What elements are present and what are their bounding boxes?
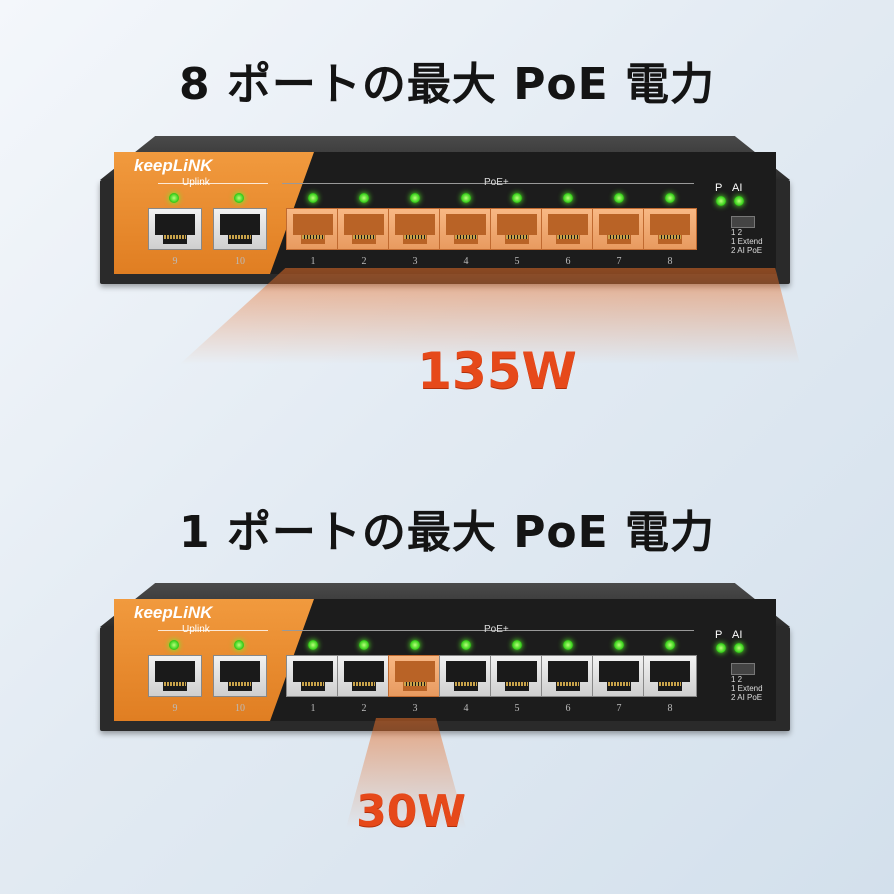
port-number-8: 8 (667, 256, 673, 267)
led-ai-indicator (734, 196, 744, 206)
led-port-6 (563, 193, 573, 203)
poe-divider (282, 630, 694, 631)
heading-one-port: 1 ポートの最大 PoE 電力 (178, 507, 716, 558)
port-number-1: 1 (310, 256, 316, 267)
port-number-3: 3 (412, 703, 418, 714)
led-port-9 (169, 193, 179, 203)
port-number-10: 10 (235, 256, 245, 267)
led-port-7 (614, 193, 624, 203)
port-number-7: 7 (616, 703, 622, 714)
led-port-1 (308, 640, 318, 650)
rj45-port-4 (439, 655, 493, 697)
switch-one-port: keepLiNK Uplink PoE+ P AI 1 2 1 Extend 2… (100, 583, 790, 733)
port-number-10: 10 (235, 703, 245, 714)
led-port-8 (665, 640, 675, 650)
rj45-port-4 (439, 208, 493, 250)
port-number-3: 3 (412, 256, 418, 267)
port-number-4: 4 (463, 256, 469, 267)
brand-logo: keepLiNK (134, 603, 213, 622)
led-port-2 (359, 193, 369, 203)
poe-label: PoE+ (484, 624, 509, 635)
port-number-6: 6 (565, 703, 571, 714)
led-port-5 (512, 640, 522, 650)
led-port-1 (308, 193, 318, 203)
power-value-eight-ports: 135W (417, 342, 577, 400)
port-number-8: 8 (667, 703, 673, 714)
rj45-port-3 (388, 655, 442, 697)
port-number-9: 9 (172, 703, 178, 714)
poe-label: PoE+ (484, 177, 509, 188)
switch-eight-ports: keepLiNK Uplink PoE+ P AI 1 2 1 Extend 2… (100, 136, 790, 286)
led-port-2 (359, 640, 369, 650)
rj45-port-9 (148, 208, 202, 250)
led-port-3 (410, 193, 420, 203)
port-number-2: 2 (361, 703, 367, 714)
port-number-7: 7 (616, 256, 622, 267)
rj45-port-3 (388, 208, 442, 250)
port-number-5: 5 (514, 703, 520, 714)
port-number-4: 4 (463, 703, 469, 714)
switch-panel: keepLiNK Uplink PoE+ P AI 1 2 1 Extend 2… (114, 152, 776, 274)
uplink-label: Uplink (182, 624, 210, 635)
indicator-ai-label: AI (732, 629, 743, 641)
dip-switch (731, 216, 755, 228)
rj45-port-10 (213, 655, 267, 697)
port-number-5: 5 (514, 256, 520, 267)
led-ai-indicator (734, 643, 744, 653)
uplink-divider (158, 183, 268, 184)
rj45-port-5 (490, 655, 544, 697)
rj45-port-1 (286, 655, 340, 697)
led-port-9 (169, 640, 179, 650)
switch-panel: keepLiNK Uplink PoE+ P AI 1 2 1 Extend 2… (114, 599, 776, 721)
port-number-2: 2 (361, 256, 367, 267)
dip-switch-legend: 1 2 1 Extend 2 AI PoE (731, 675, 763, 702)
indicator-ai-label: AI (732, 182, 743, 194)
port-number-1: 1 (310, 703, 316, 714)
led-port-6 (563, 640, 573, 650)
rj45-port-8 (643, 655, 697, 697)
led-port-10 (234, 640, 244, 650)
led-p-indicator (716, 196, 726, 206)
rj45-port-2 (337, 655, 391, 697)
uplink-divider (158, 630, 268, 631)
heading-eight-ports: 8 ポートの最大 PoE 電力 (178, 59, 716, 110)
rj45-port-5 (490, 208, 544, 250)
led-port-5 (512, 193, 522, 203)
led-port-7 (614, 640, 624, 650)
port-number-6: 6 (565, 256, 571, 267)
led-p-indicator (716, 643, 726, 653)
power-value-one-port: 30W (356, 786, 466, 837)
led-port-8 (665, 193, 675, 203)
led-port-4 (461, 193, 471, 203)
rj45-port-8 (643, 208, 697, 250)
rj45-port-6 (541, 208, 595, 250)
rj45-port-9 (148, 655, 202, 697)
uplink-label: Uplink (182, 177, 210, 188)
led-port-4 (461, 640, 471, 650)
port-number-9: 9 (172, 256, 178, 267)
rj45-port-1 (286, 208, 340, 250)
poe-divider (282, 183, 694, 184)
indicator-p-label: P (715, 629, 723, 641)
indicator-p-label: P (715, 182, 723, 194)
led-port-3 (410, 640, 420, 650)
rj45-port-7 (592, 208, 646, 250)
rj45-port-7 (592, 655, 646, 697)
led-port-10 (234, 193, 244, 203)
dip-switch-legend: 1 2 1 Extend 2 AI PoE (731, 228, 763, 255)
brand-logo: keepLiNK (134, 156, 213, 175)
rj45-port-2 (337, 208, 391, 250)
rj45-port-6 (541, 655, 595, 697)
dip-switch (731, 663, 755, 675)
rj45-port-10 (213, 208, 267, 250)
